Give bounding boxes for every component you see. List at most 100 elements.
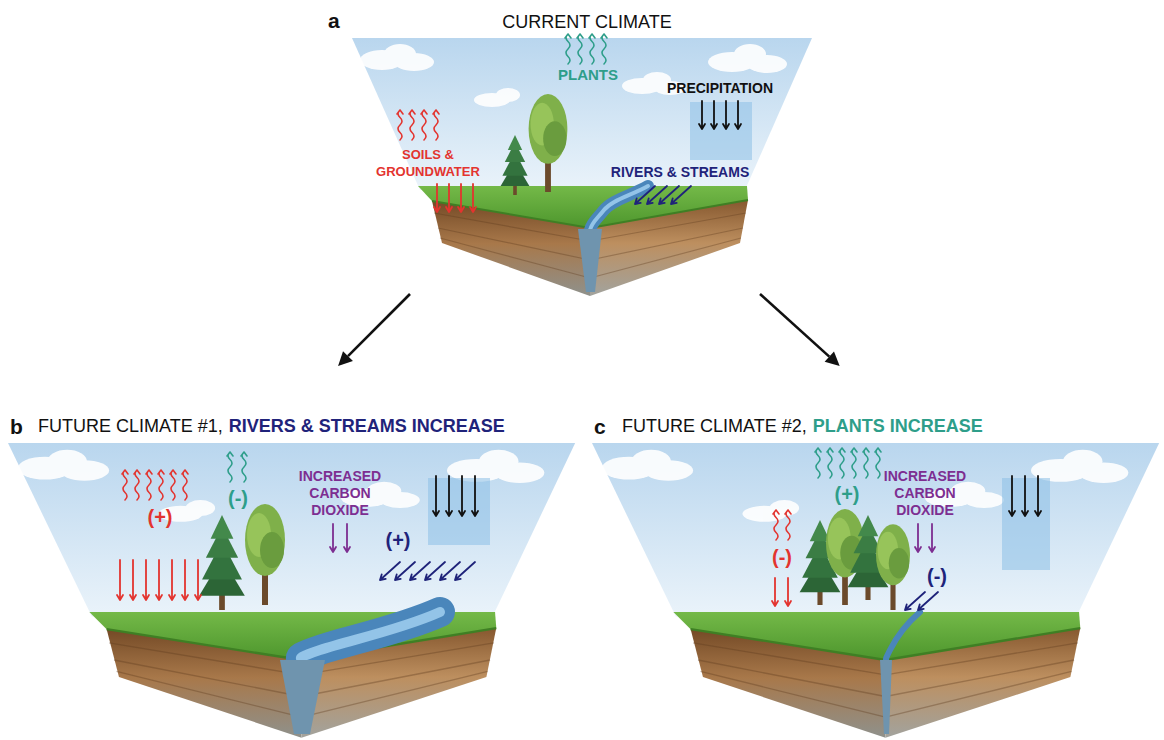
panel-b-fluxes: [134, 470, 140, 500]
co2-label: INCREASED CARBON DIOXIDE: [875, 468, 975, 519]
panel-b-fluxes: [472, 476, 478, 516]
panel-a-fluxes: [458, 184, 464, 212]
panel-b-fluxes: [117, 560, 123, 600]
panel-c-scene: [592, 443, 1159, 738]
panel-c-fluxes: [918, 592, 938, 610]
change-sign: (-): [917, 564, 957, 588]
panel-c-scene: [826, 509, 864, 605]
panel-c-fluxes: [772, 578, 778, 606]
panel-b-fluxes: [143, 560, 149, 600]
panel-heading: CURRENT CLIMATE: [502, 12, 671, 34]
arrow-shaft: [348, 294, 410, 356]
panel-a-fluxes: [671, 186, 691, 204]
panel-c-fluxes: [1035, 476, 1041, 516]
panel: a CURRENT CLIMATE: [322, 4, 822, 294]
panel-a-scene: [352, 38, 812, 296]
heading-text: PLANTS INCREASE: [813, 416, 983, 438]
panel-b-fluxes: [459, 476, 465, 516]
panel-a-fluxes: [699, 101, 705, 129]
flow-arrow: [338, 294, 410, 366]
panel-b-scene: [8, 443, 575, 738]
panel-b-fluxes: [156, 560, 162, 600]
panel-c-fluxes: [785, 578, 791, 606]
panel-c-scene: [886, 612, 920, 662]
flow-arrow: [760, 294, 840, 366]
panel-a-fluxes: [601, 34, 607, 64]
panel-a-fluxes: [434, 184, 440, 212]
panel-heading: FUTURE CLIMATE #1,RIVERS & STREAMS INCRE…: [38, 416, 505, 438]
panel-c-fluxes: [772, 448, 1041, 610]
panel-b-fluxes: [158, 470, 164, 500]
panel-letter: b: [10, 414, 23, 439]
panel-a-fluxes: [711, 101, 717, 129]
panel-a-fluxes: [446, 184, 452, 212]
panel-a-fluxes: [635, 186, 655, 204]
panel-a-scene: [529, 94, 568, 192]
panel-letter: c: [594, 414, 606, 439]
panel-a-fluxes: [433, 110, 439, 140]
change-sign: (+): [827, 482, 867, 506]
panel-c-fluxes: [915, 524, 921, 552]
panel-b-fluxes: [344, 524, 350, 552]
panel-c-scene: [876, 524, 910, 610]
panel-b-scene: [280, 660, 325, 734]
panel-a-scene: [578, 229, 602, 292]
panel-b-scene: [245, 504, 285, 605]
panel-a-fluxes: [409, 110, 415, 140]
panel-c-fluxes: [1009, 476, 1015, 516]
panel-c-fluxes: [863, 448, 869, 478]
panel-b-fluxes: [182, 560, 188, 600]
panel: b FUTURE CLIMATE #1,RIVERS & STREAMS INCR…: [4, 366, 584, 736]
panel-c-fluxes: [785, 510, 791, 540]
panel-b-scene: [301, 612, 440, 662]
panel-a-fluxes: [565, 34, 571, 64]
flux-label: PLANTS: [533, 66, 643, 84]
panel-a-fluxes: [397, 110, 403, 140]
flux-label: PRECIPITATION: [645, 80, 795, 97]
panel-a-fluxes: [659, 186, 679, 204]
panel-b-scene: [301, 612, 440, 662]
panel-b-fluxes: [169, 560, 175, 600]
panel-b-fluxes: [122, 470, 128, 500]
panel-a-fluxes: [647, 186, 667, 204]
panel-c-fluxes: [815, 448, 821, 478]
panel-c-fluxes: [773, 510, 779, 540]
panel-b-fluxes: [195, 560, 201, 600]
panel-b-fluxes: [146, 470, 152, 500]
panel-a-scene: [501, 135, 530, 195]
panel-a-scene: [690, 102, 752, 160]
panel-b-fluxes: [182, 470, 188, 500]
flux-label: RIVERS & STREAMS: [600, 164, 760, 181]
panel-a-fluxes: [735, 101, 741, 129]
panel-letter: a: [328, 8, 340, 33]
panel-b-fluxes: [330, 524, 336, 552]
panel-a-scene: [590, 186, 648, 230]
panel-b-fluxes: [433, 476, 439, 516]
heading-text: CURRENT CLIMATE: [502, 12, 671, 34]
panel-b-fluxes: [446, 476, 452, 516]
arrow-head: [338, 351, 353, 366]
heading-text: RIVERS & STREAMS INCREASE: [229, 416, 505, 438]
change-sign: (-): [762, 545, 802, 569]
panel-c-fluxes: [875, 448, 881, 478]
panel-a-fluxes: [577, 34, 583, 64]
panel-b-fluxes: [227, 452, 233, 482]
panel-c-fluxes: [929, 524, 935, 552]
panel-c-scene: [880, 660, 892, 734]
panel-a-fluxes: [470, 184, 476, 212]
panel-c-fluxes: [827, 448, 833, 478]
panel-b-scene: [199, 515, 245, 610]
arrow-shaft: [760, 294, 829, 357]
panel-a-scene: [590, 186, 648, 230]
panel-b-fluxes: [241, 452, 247, 482]
panel-c-fluxes: [839, 448, 845, 478]
panel-b-fluxes: [117, 452, 478, 600]
panel-a-fluxes: [723, 101, 729, 129]
panel-a-fluxes: [397, 34, 741, 212]
flux-label: SOILS & GROUNDWATER: [368, 146, 488, 180]
change-sign: (+): [378, 528, 418, 552]
panel-a-scene: [352, 38, 812, 296]
change-sign: (+): [140, 505, 180, 529]
